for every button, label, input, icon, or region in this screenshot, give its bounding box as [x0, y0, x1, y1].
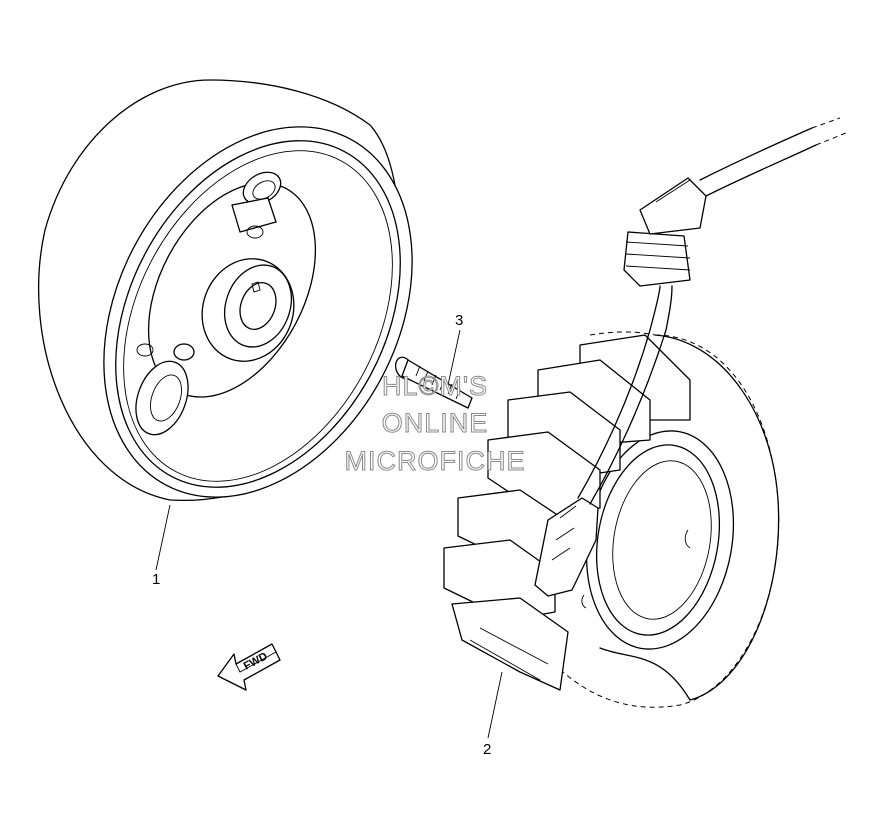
- leader-part2: [487, 671, 503, 739]
- leader-part3: [447, 329, 461, 386]
- screw: [394, 356, 473, 409]
- fwd-arrow-icon: FWD: [217, 643, 281, 691]
- leader-lines: [155, 329, 503, 739]
- callout-part2: 2: [483, 741, 491, 758]
- watermark-line1: HL©M'S: [382, 371, 488, 401]
- watermark-line2: ONLINE: [382, 408, 489, 438]
- stator-assembly: [443, 117, 847, 708]
- callout-part3: 3: [455, 312, 463, 329]
- rotor-flywheel: [38, 79, 413, 502]
- watermark: HL©M'S ONLINE MICROFICHE: [344, 371, 526, 477]
- callout-part1: 1: [152, 571, 160, 588]
- leader-part1: [155, 504, 171, 571]
- watermark-line3: MICROFICHE: [345, 446, 526, 476]
